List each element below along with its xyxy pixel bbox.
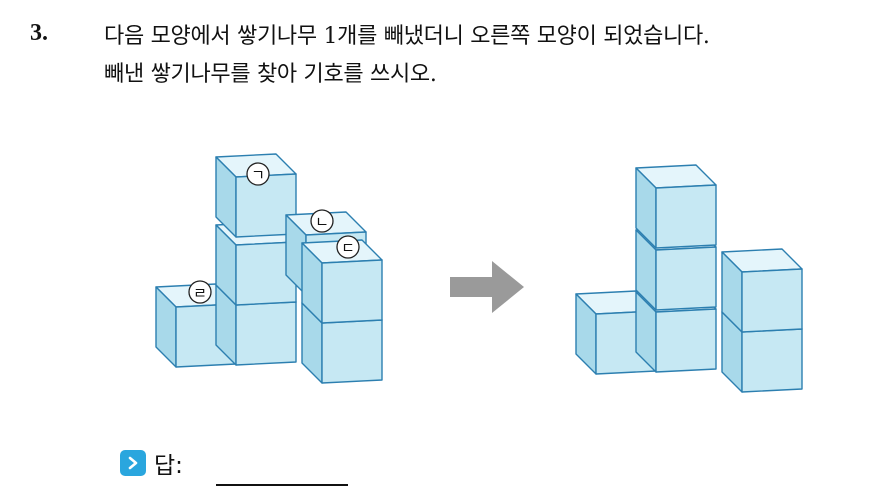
marker-d-label: ㄹ xyxy=(193,284,207,302)
right-arrow-icon xyxy=(450,261,524,313)
marker-a-label: ㄱ xyxy=(251,166,265,184)
question-number: 3. xyxy=(30,20,48,46)
marker-b-label: ㄴ xyxy=(315,213,329,231)
answer-label: 답: xyxy=(154,453,183,479)
marker-c: ㄷ xyxy=(336,235,360,259)
chevron-right-icon xyxy=(120,450,146,476)
cube-right-top xyxy=(635,164,717,249)
marker-d: ㄹ xyxy=(188,280,212,304)
answer-row: 답: xyxy=(120,447,183,479)
left-cube-stack xyxy=(155,153,383,384)
question-line-1: 다음 모양에서 쌓기나무 1개를 빼냈더니 오른쪽 모양이 되었습니다. xyxy=(104,24,710,49)
question-text: 다음 모양에서 쌓기나무 1개를 빼냈더니 오른쪽 모양이 되었습니다. 빼낸 … xyxy=(104,18,874,94)
cube-right-right-top xyxy=(721,248,803,333)
marker-c-label: ㄷ xyxy=(341,239,355,257)
answer-blank[interactable] xyxy=(216,484,348,486)
question-line-2: 빼낸 쌓기나무를 찾아 기호를 쓰시오. xyxy=(104,62,437,87)
marker-b: ㄴ xyxy=(310,209,334,233)
right-cube-stack xyxy=(575,164,803,393)
marker-a: ㄱ xyxy=(246,162,270,186)
